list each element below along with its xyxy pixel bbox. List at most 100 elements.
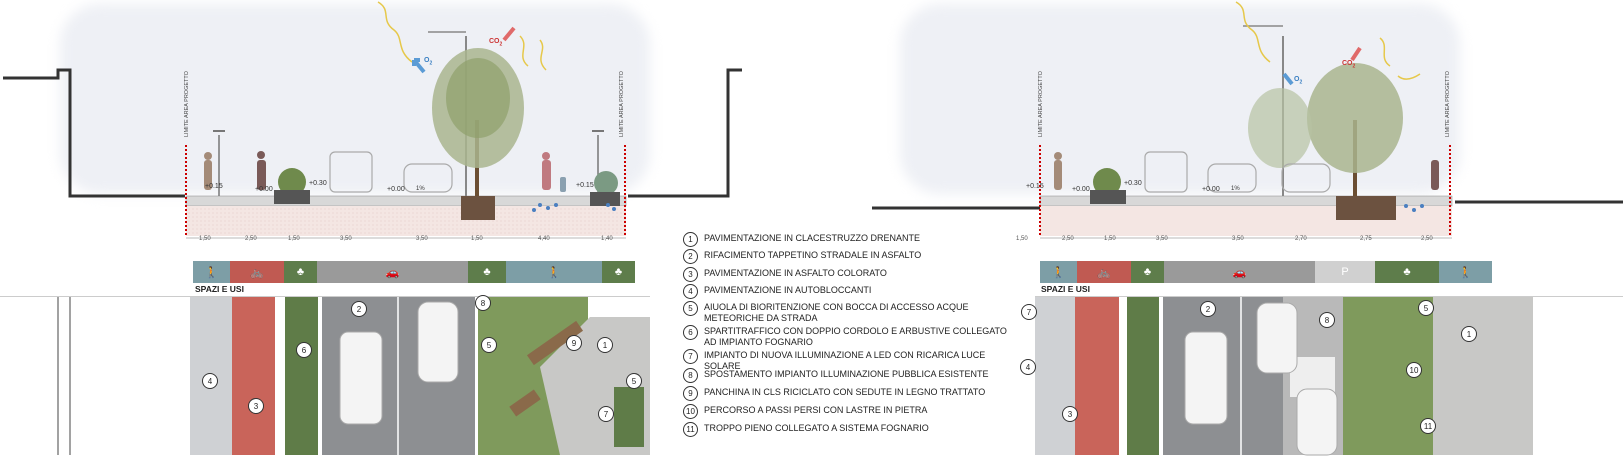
dim-label: 3,50 — [1232, 236, 1244, 242]
pedestrian-icon: 🚶 — [1040, 261, 1077, 283]
plan-badge: 5 — [626, 373, 642, 389]
car-icon: 🚗 — [1164, 261, 1315, 283]
level-label: +0.00 — [387, 186, 405, 193]
bicycle-icon: 🚲 — [1077, 261, 1131, 283]
legend-number: 3 — [683, 267, 698, 282]
plan-badge: 9 — [566, 335, 582, 351]
level-label: +0.30 — [309, 180, 327, 187]
pedestrian-icon: 🚶 — [506, 261, 602, 283]
plan-badge: 1 — [1461, 326, 1477, 342]
legend-number: 2 — [683, 249, 698, 264]
limit-label-right: LIMITE AREA PROGETTO — [1445, 71, 1451, 137]
parking-icon: P — [1315, 261, 1375, 283]
dim-label: 3,50 — [416, 236, 428, 242]
co2-label: CO2 — [489, 38, 503, 48]
plan-badge: 6 — [296, 342, 312, 358]
legend-number: 7 — [683, 349, 698, 364]
legend-item: 5 AIUOLA DI BIORITENZIONE CON BOCCA DI AC… — [683, 301, 1014, 324]
legend-text: TROPPO PIENO COLLEGATO A SISTEMA FOGNARI… — [704, 423, 929, 433]
level-label: +0.00 — [255, 186, 273, 193]
use-bar-right: 🚶 🚲 ♣ 🚗 P ♣ 🚶 — [1040, 261, 1500, 283]
spazi-usi-label: SPAZI E USI — [195, 284, 244, 294]
legend-item: 11 TROPPO PIENO COLLEGATO A SISTEMA FOGNA… — [683, 422, 1014, 437]
plan-badge: 10 — [1406, 362, 1422, 378]
o2-label: O2 — [424, 57, 433, 67]
dim-label: 1,50 — [471, 236, 483, 242]
slope-label: 1% — [416, 186, 425, 192]
legend-text: RIFACIMENTO TAPPETINO STRADALE IN ASFALT… — [704, 250, 922, 260]
dim-label: 4,40 — [538, 236, 550, 242]
plan-right-drawing — [1035, 297, 1623, 456]
legend-number: 10 — [683, 404, 698, 419]
tree-icon: ♣ — [1131, 261, 1164, 283]
plan-badge: 4 — [1020, 359, 1036, 375]
plan-badge: 5 — [1418, 300, 1434, 316]
slope-label: 1% — [1231, 186, 1240, 192]
spazi-usi-label: SPAZI E USI — [1041, 284, 1090, 294]
plan-badge: 7 — [598, 406, 614, 422]
plan-badge: 1 — [597, 337, 613, 353]
legend-item: 2 RIFACIMENTO TAPPETINO STRADALE IN ASFAL… — [683, 249, 1014, 264]
co2-label: CO2 — [1342, 60, 1356, 70]
limit-label-left: LIMITE AREA PROGETTO — [184, 71, 190, 137]
legend-text: PERCORSO A PASSI PERSI CON LASTRE IN PIE… — [704, 405, 928, 415]
plan-badge: 3 — [1062, 406, 1078, 422]
legend-text: IMPIANTO DI NUOVA ILLUMINAZIONE A LED CO… — [704, 350, 986, 371]
legend-item: 7 IMPIANTO DI NUOVA ILLUMINAZIONE A LED C… — [683, 349, 1014, 372]
dim-label: 1,50 — [1016, 236, 1028, 242]
legend-item: 1 PAVIMENTAZIONE IN CLACESTRUZZO DRENANTE — [683, 232, 1014, 247]
dim-label: 2,50 — [1421, 236, 1433, 242]
plan-badge: 11 — [1420, 418, 1436, 434]
section-left-drawing — [3, 1, 742, 239]
legend-text: PAVIMENTAZIONE IN CLACESTRUZZO DRENANTE — [704, 233, 921, 243]
legend-number: 1 — [683, 232, 698, 247]
plan-left-drawing — [0, 297, 650, 455]
plan-badge: 2 — [351, 301, 367, 317]
dim-label: 1,50 — [199, 236, 211, 242]
o2-label: O2 — [1294, 76, 1303, 86]
dim-label: 2,70 — [1295, 236, 1307, 242]
legend-text: SPOSTAMENTO IMPIANTO ILLUMINAZIONE PUBBL… — [704, 369, 989, 379]
plan-badge: 2 — [1200, 301, 1216, 317]
legend-item: 10 PERCORSO A PASSI PERSI CON LASTRE IN P… — [683, 404, 1014, 419]
dim-label: 1,50 — [1104, 236, 1116, 242]
dim-label: 3,50 — [1156, 236, 1168, 242]
pedestrian-icon: 🚶 — [1439, 261, 1492, 283]
plan-badge: 5 — [481, 337, 497, 353]
legend-number: 11 — [683, 422, 698, 437]
dim-label: 1,40 — [601, 236, 613, 242]
dim-label: 1,50 — [288, 236, 300, 242]
level-label: +0.00 — [1202, 186, 1220, 193]
dim-label: 2,50 — [1062, 236, 1074, 242]
level-label: +0.00 — [1072, 186, 1090, 193]
legend-number: 8 — [683, 368, 698, 383]
bicycle-icon: 🚲 — [230, 261, 284, 283]
level-label: +0.15 — [205, 183, 223, 190]
legend-text: PANCHINA IN CLS RICICLATO CON SEDUTE IN … — [704, 387, 986, 397]
use-bar-left: 🚶 🚲 ♣ 🚗 ♣ 🚶 ♣ — [193, 261, 643, 283]
plan-badge: 8 — [475, 295, 491, 311]
car-icon: 🚗 — [317, 261, 468, 283]
level-label: +0.15 — [576, 182, 594, 189]
legend-number: 6 — [683, 325, 698, 340]
level-label: +0.30 — [1124, 180, 1142, 187]
dim-label: 3,50 — [340, 236, 352, 242]
plan-right: 7 2 8 5 1 4 10 3 11 — [1020, 296, 1623, 456]
section-right-drawing — [872, 1, 1623, 239]
plan-badge: 7 — [1021, 304, 1037, 320]
dim-label: 2,50 — [245, 236, 257, 242]
pedestrian-icon: 🚶 — [193, 261, 230, 283]
plan-badge: 8 — [1319, 312, 1335, 328]
level-label: +0.15 — [1026, 183, 1044, 190]
legend-item: 9 PANCHINA IN CLS RICICLATO CON SEDUTE IN… — [683, 386, 1014, 401]
legend-text: PAVIMENTAZIONE IN AUTOBLOCCANTI — [704, 285, 872, 295]
legend-number: 9 — [683, 386, 698, 401]
dim-label: 2,75 — [1360, 236, 1372, 242]
legend-number: 5 — [683, 301, 698, 316]
tree-icon: ♣ — [284, 261, 317, 283]
legend-text: AIUOLA DI BIORITENZIONE CON BOCCA DI ACC… — [704, 302, 969, 323]
tree-icon: ♣ — [1375, 261, 1439, 283]
limit-label-left: LIMITE AREA PROGETTO — [1038, 71, 1044, 137]
